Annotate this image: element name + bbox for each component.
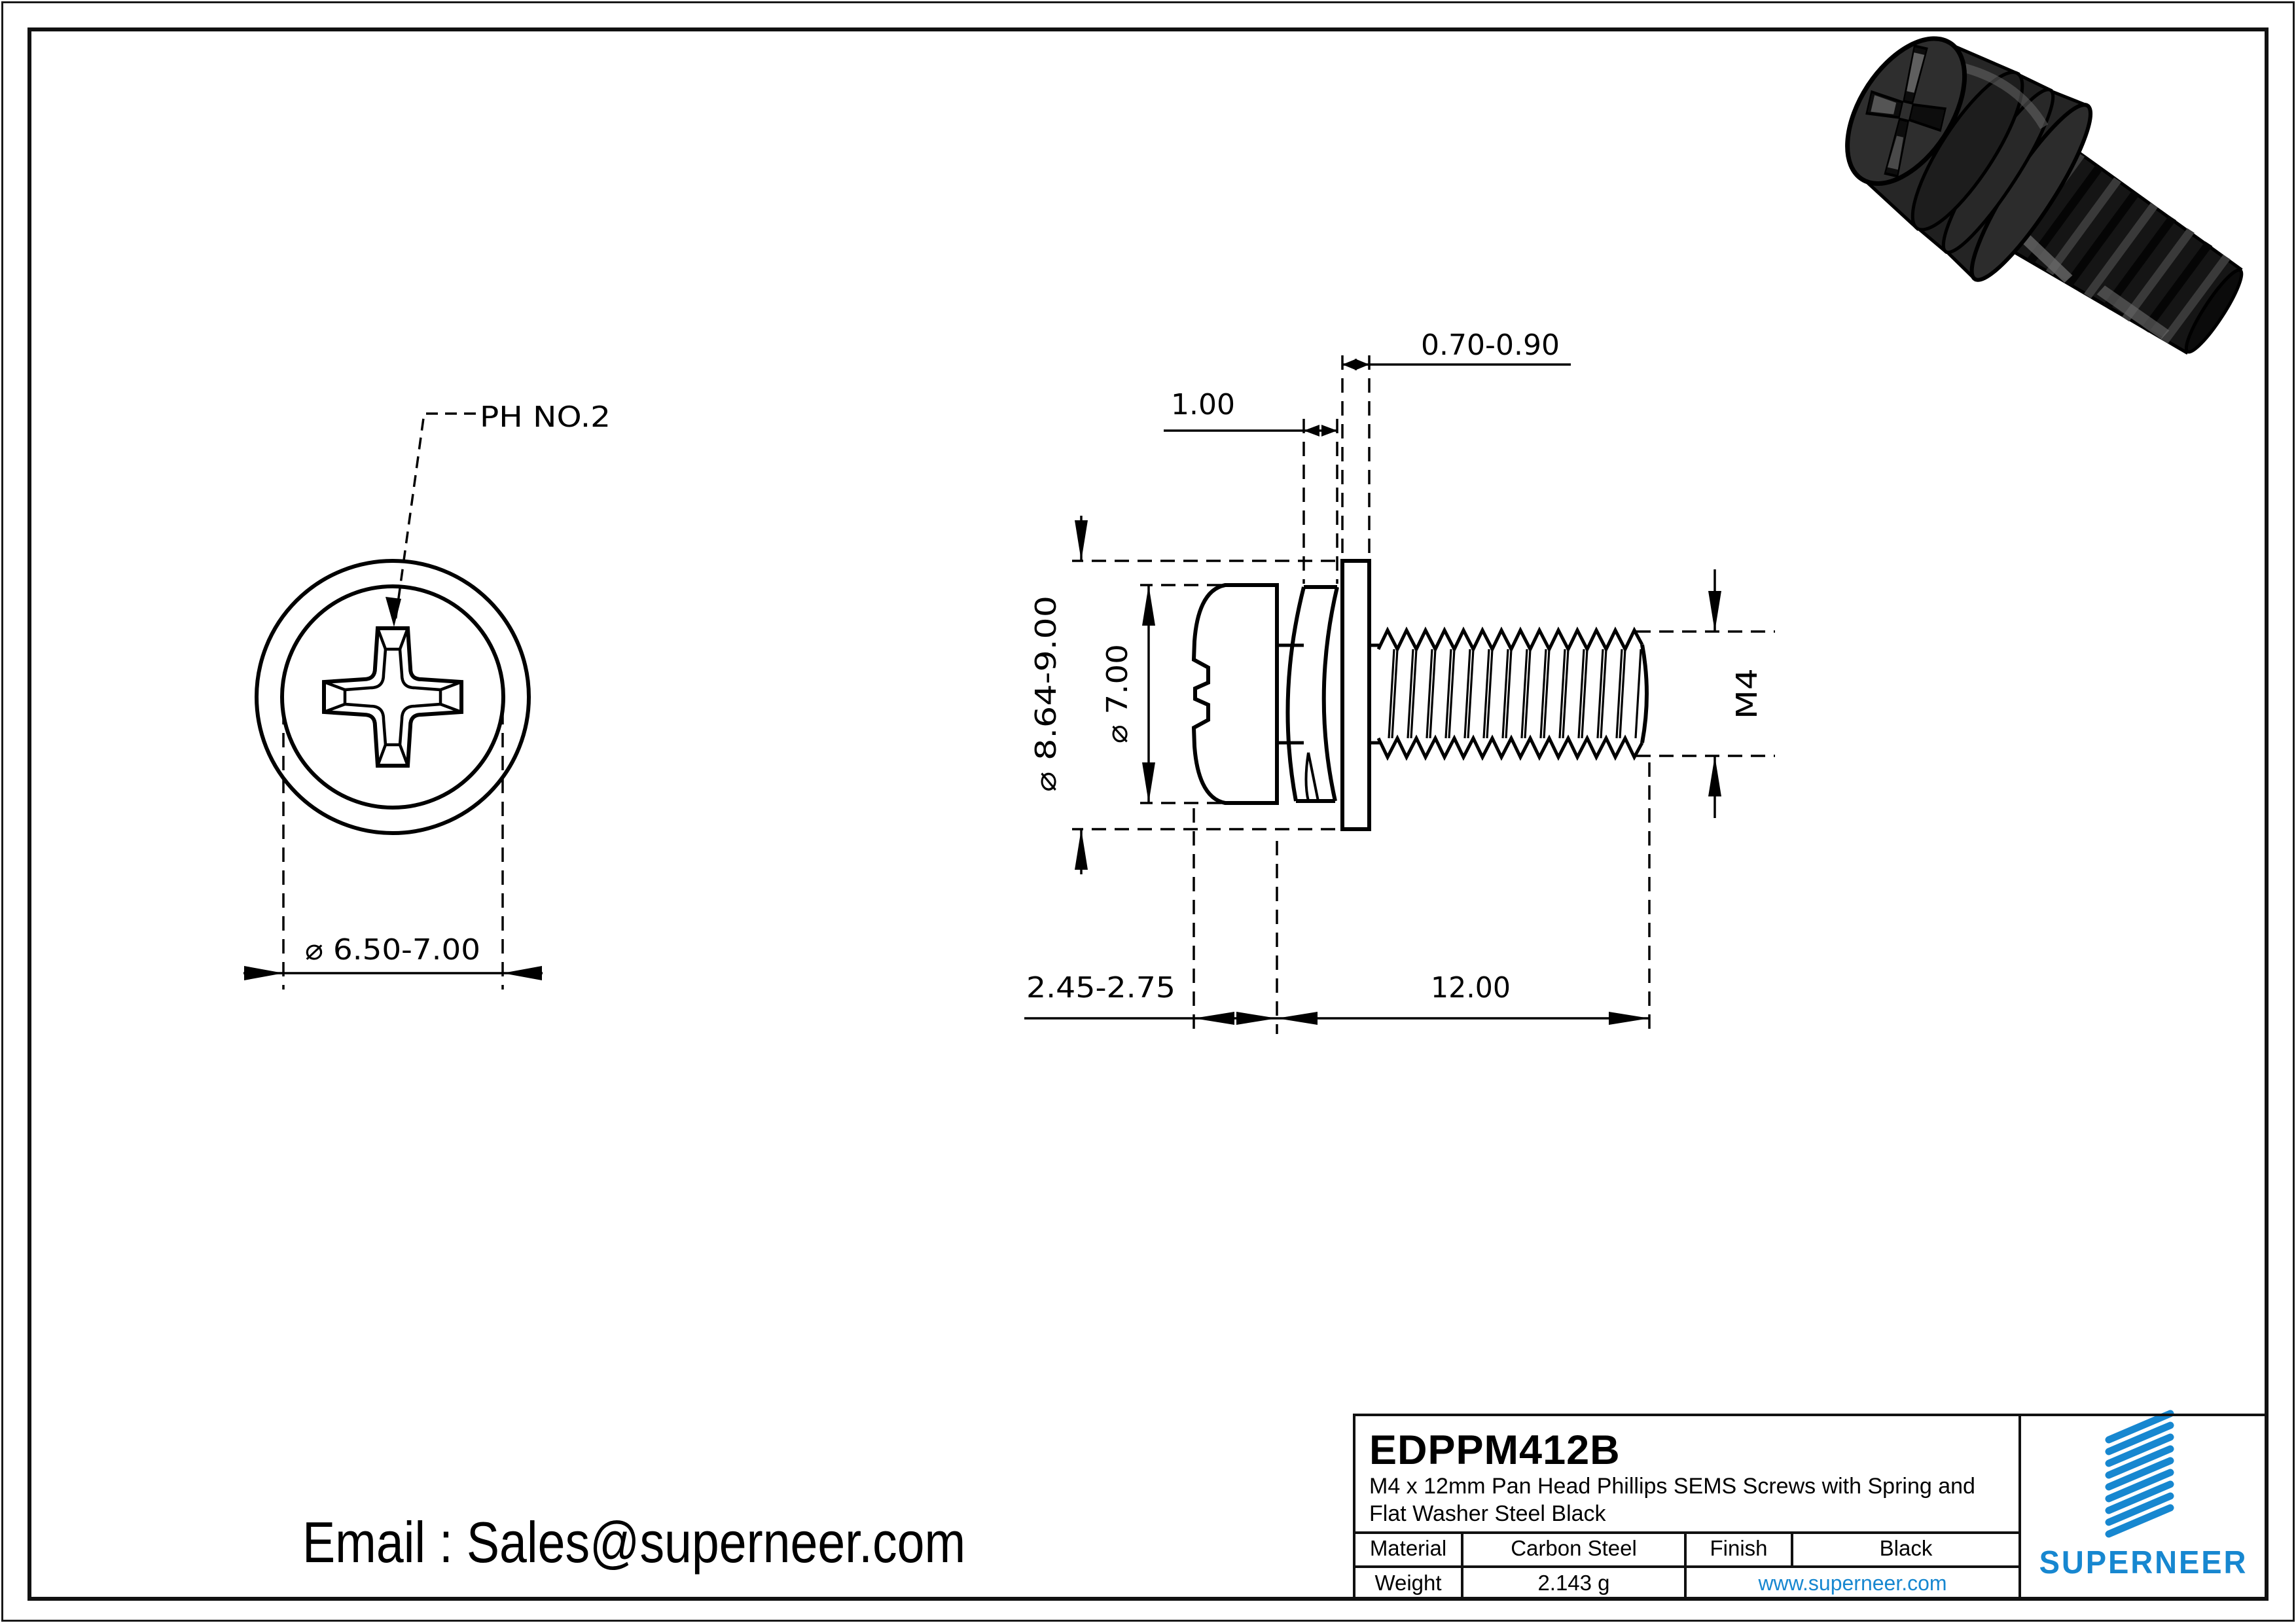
front-dim-extensions [282,710,504,990]
render-phillips-cross [1865,44,1947,178]
front-dim-arrow-left [244,966,283,980]
label-head-diameter-side: ⌀ 7.00 [1101,644,1134,743]
side-head-outline [1191,583,1279,805]
recess-leader [394,412,476,622]
title-block-line-h1 [1353,1531,2021,1534]
side-dim-extensions [1072,353,1775,1034]
leader-arrow [386,597,401,627]
contact-email: Email : Sales@superneer.com [302,1510,966,1575]
product-render-3d [1845,36,2244,355]
weight-label: Weight [1374,1571,1442,1595]
title-block-line-v2 [1684,1531,1687,1601]
title-block-border-top [1353,1414,2269,1416]
label-head-diameter-front: ⌀ 6.50-7.00 [305,933,480,967]
label-recess: PH NO.2 [480,401,611,434]
front-dim-arrow-right [503,966,542,980]
side-view [1024,353,1775,1034]
label-head-height: 2.45-2.75 [1026,971,1175,1005]
title-block-line-h2 [1353,1565,2021,1568]
page-inner-frame [27,27,2269,1601]
head-outline-circle [280,584,505,810]
part-description: M4 x 12mm Pan Head Phillips SEMS Screws … [1369,1474,1975,1526]
label-thread-length: 12.00 [1431,971,1511,1005]
washer-outline-circle [255,559,531,835]
website-link[interactable]: www.superneer.com [1758,1571,1947,1595]
front-view [243,412,543,990]
material-label: Material [1369,1536,1447,1560]
brand-logo-stripes [2105,1410,2174,1538]
title-block-line-v-logo [2018,1414,2021,1601]
finish-value: Black [1879,1536,1933,1560]
material-value: Carbon Steel [1511,1536,1637,1560]
label-thread-size: M4 [1731,668,1764,719]
side-flat-washer [1340,559,1371,831]
label-washer-thickness: 0.70-0.90 [1421,329,1560,362]
label-spring-thickness: 1.00 [1171,388,1235,421]
brand-wordmark: SUPERNEER [2039,1545,2248,1580]
part-number: EDPPM412B [1369,1427,1621,1473]
label-washer-od: ⌀ 8.64-9.00 [1030,596,1063,792]
side-threads [1376,626,1649,761]
side-shank [1277,643,1380,745]
title-block-line-v3 [1791,1531,1793,1568]
title-block-line-v1 [1461,1531,1463,1601]
weight-value: 2.143 g [1537,1571,1610,1595]
phillips-recess [322,626,463,768]
side-dim-arrows [1075,359,1721,1025]
title-block-border-left [1353,1414,1355,1601]
finish-label: Finish [1710,1536,1768,1560]
dimension-labels: PH NO.2 ⌀ 6.50-7.00 1.00 0.70-0.90 2.45-… [305,329,1764,1005]
side-spring-washer [1285,585,1339,803]
